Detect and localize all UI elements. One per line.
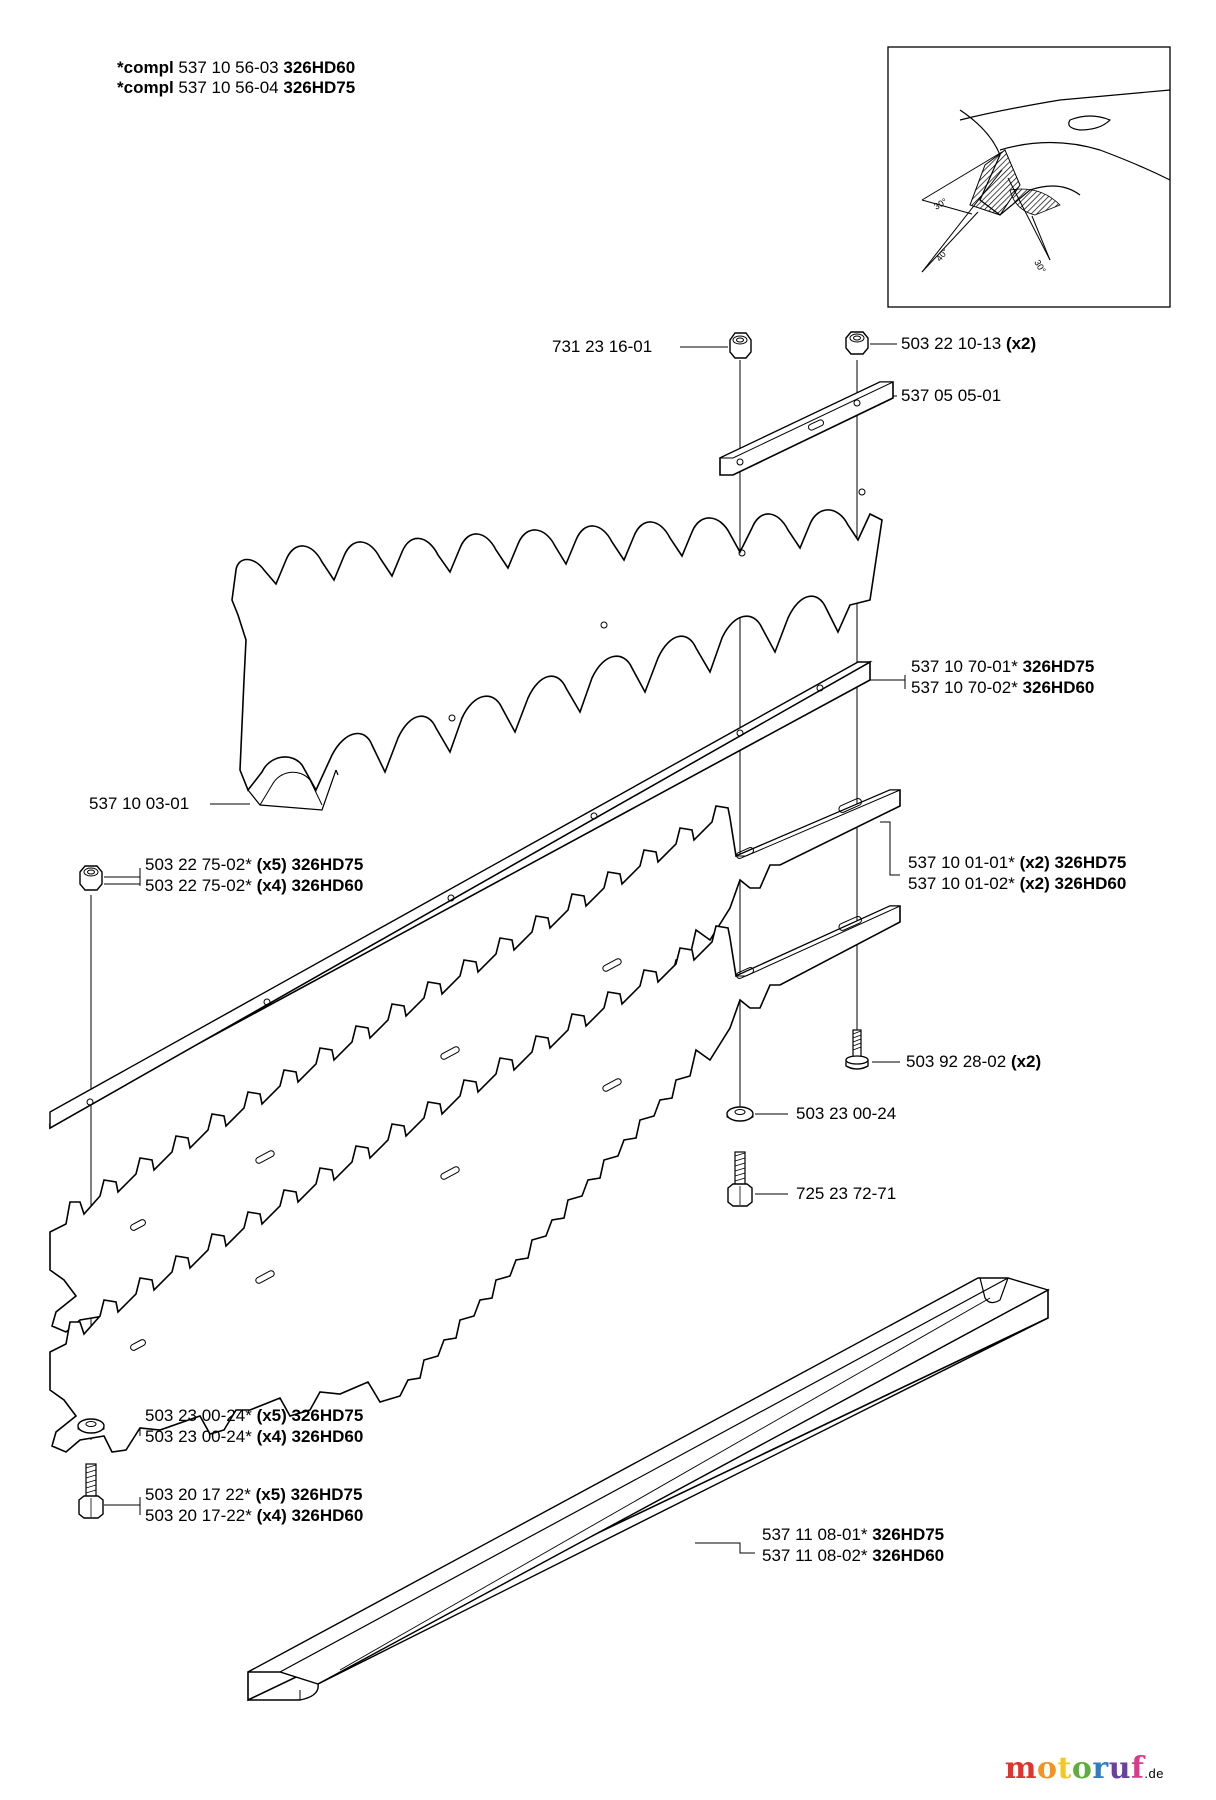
nut-503-22-75-02 xyxy=(79,865,103,891)
inset-frame xyxy=(887,46,1171,308)
label-537-11-08-01: 537 11 08-01* 326HD75 xyxy=(762,1525,945,1544)
watermark-letter: t xyxy=(1057,1751,1072,1786)
bolt-725-23-72-71 xyxy=(727,1151,753,1207)
watermark-letter: f xyxy=(1131,1751,1145,1786)
header-prefix: *compl xyxy=(117,58,174,77)
label-537-10-01-01: 537 10 01-01* (x2) 326HD75 xyxy=(908,853,1127,872)
header-model: 326HD75 xyxy=(283,78,356,97)
label-503-22-10-13: 503 22 10-13 (x2) xyxy=(901,334,1037,353)
watermark-suffix: .de xyxy=(1144,1766,1164,1781)
blade-cover-537-11-08 xyxy=(247,1277,1050,1702)
label-503-22-75-02-a: 503 22 75-02* (x5) 326HD75 xyxy=(145,855,364,874)
header-line-2: *compl 537 10 56-04 326HD75 xyxy=(117,78,355,98)
label-537-11-08-02: 537 11 08-02* 326HD60 xyxy=(762,1546,945,1565)
label-725-23-72-71: 725 23 72-71 xyxy=(796,1184,897,1203)
label-503-23-00-24-a: 503 23 00-24* (x5) 326HD75 xyxy=(145,1406,364,1425)
label-503-23-00-24-b: 503 23 00-24* (x4) 326HD60 xyxy=(145,1427,364,1446)
label-537-10-03-01: 537 10 03-01 xyxy=(89,794,190,813)
header-code: 537 10 56-04 xyxy=(178,78,279,97)
screw-503-92-28-02 xyxy=(845,1029,869,1070)
label-503-22-75-02-b: 503 22 75-02* (x4) 326HD60 xyxy=(145,876,364,895)
header-model: 326HD60 xyxy=(283,58,356,77)
label-537-10-70-02: 537 10 70-02* 326HD60 xyxy=(911,678,1095,697)
header-line-1: *compl 537 10 56-03 326HD60 xyxy=(117,58,355,78)
cutting-blade-lower xyxy=(49,905,901,1453)
blade-slots xyxy=(130,958,622,1351)
watermark-letters: motoruf xyxy=(1005,1751,1145,1786)
watermark-letter: o xyxy=(1037,1751,1058,1786)
watermark-letter: r xyxy=(1092,1751,1109,1786)
watermark-letter: m xyxy=(1004,1751,1037,1786)
nut-503-22-10-13 xyxy=(845,331,869,355)
washer-503-23-00-24 xyxy=(726,1106,754,1122)
header-prefix: *compl xyxy=(117,78,174,97)
inset-detail: 30° 40° 30° xyxy=(887,46,1171,308)
watermark-letter: u xyxy=(1108,1751,1132,1786)
nut-731-23-16-01 xyxy=(729,332,752,359)
label-537-10-01-02: 537 10 01-02* (x2) 326HD60 xyxy=(908,874,1127,893)
support-bar-537-10-70 xyxy=(49,660,873,1130)
motoruf-watermark-logo: motoruf.de xyxy=(1005,1751,1164,1786)
watermark-letter: o xyxy=(1071,1751,1093,1786)
label-503-20-17-22-b: 503 20 17-22* (x4) 326HD60 xyxy=(145,1506,364,1525)
label-537-10-70-01: 537 10 70-01* 326HD75 xyxy=(911,657,1095,676)
label-503-92-28-02: 503 92 28-02 (x2) xyxy=(906,1052,1042,1071)
blade-guard-537-10-03-01 xyxy=(231,488,883,811)
header-code: 537 10 56-03 xyxy=(178,58,279,77)
top-plate-537-05-05-01 xyxy=(719,381,894,476)
bolt-503-20-17-22 xyxy=(78,1463,104,1519)
label-731-23-16-01: 731 23 16-01 xyxy=(552,337,653,356)
label-503-20-17-22-a: 503 20 17 22* (x5) 326HD75 xyxy=(145,1485,363,1504)
label-537-05-05-01: 537 05 05-01 xyxy=(901,386,1002,405)
label-503-23-00-24: 503 23 00-24 xyxy=(796,1104,897,1123)
washer-503-23-00-24-left xyxy=(77,1418,105,1434)
